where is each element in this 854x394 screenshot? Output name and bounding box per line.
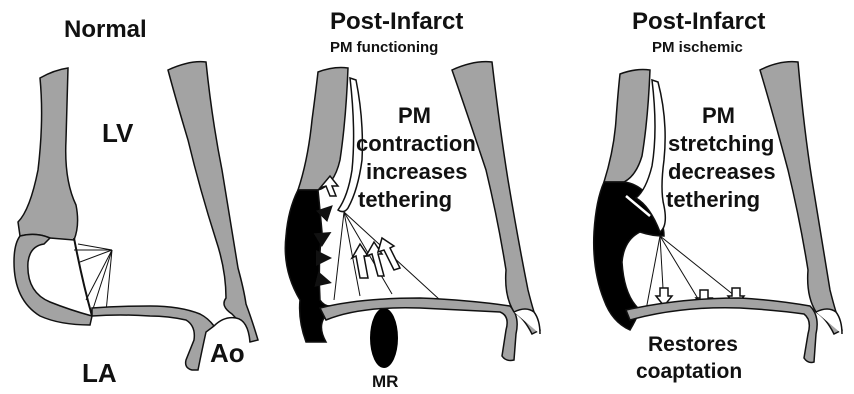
normal-la-wall	[14, 234, 92, 325]
ischemic-lv-wall	[604, 70, 650, 183]
normal-panel	[14, 62, 258, 370]
functioning-aortic-wall	[452, 62, 540, 334]
ischemic-note-line-2: stretching	[668, 130, 774, 157]
ao-label: Ao	[210, 340, 245, 366]
functioning-lv-wall	[298, 68, 348, 191]
normal-chordae	[74, 244, 112, 312]
ischemic-note-line-4: tethering	[666, 186, 760, 213]
functioning-note-line-4: tethering	[358, 186, 452, 213]
ischemic-subtitle: PM ischemic	[652, 40, 743, 55]
mr-label: MR	[372, 373, 398, 390]
normal-aortic-wall	[168, 62, 258, 342]
normal-title: Normal	[64, 18, 147, 42]
functioning-note-line-3: increases	[366, 158, 468, 185]
ischemic-title: Post-Infarct	[632, 10, 765, 34]
ischemic-note-line-3: decreases	[668, 158, 776, 185]
functioning-mitral-floor	[320, 298, 517, 361]
ischemic-note-line-1: PM	[702, 102, 735, 129]
lv-label: LV	[102, 120, 133, 146]
mr-jet	[370, 308, 398, 368]
la-label: LA	[82, 360, 117, 386]
functioning-subtitle: PM functioning	[330, 40, 438, 55]
ischemic-aortic-wall	[760, 62, 842, 334]
coaptation-label: coaptation	[636, 361, 742, 382]
functioning-infarct-segment	[285, 190, 330, 342]
functioning-note-line-1: PM	[398, 102, 431, 129]
normal-lv-wall	[18, 68, 78, 240]
functioning-note-line-2: contraction	[356, 130, 476, 157]
restores-label: Restores	[648, 334, 738, 355]
functioning-title: Post-Infarct	[330, 10, 463, 34]
ischemic-aortic-cusp	[816, 309, 842, 334]
functioning-aortic-cusp	[514, 309, 540, 334]
